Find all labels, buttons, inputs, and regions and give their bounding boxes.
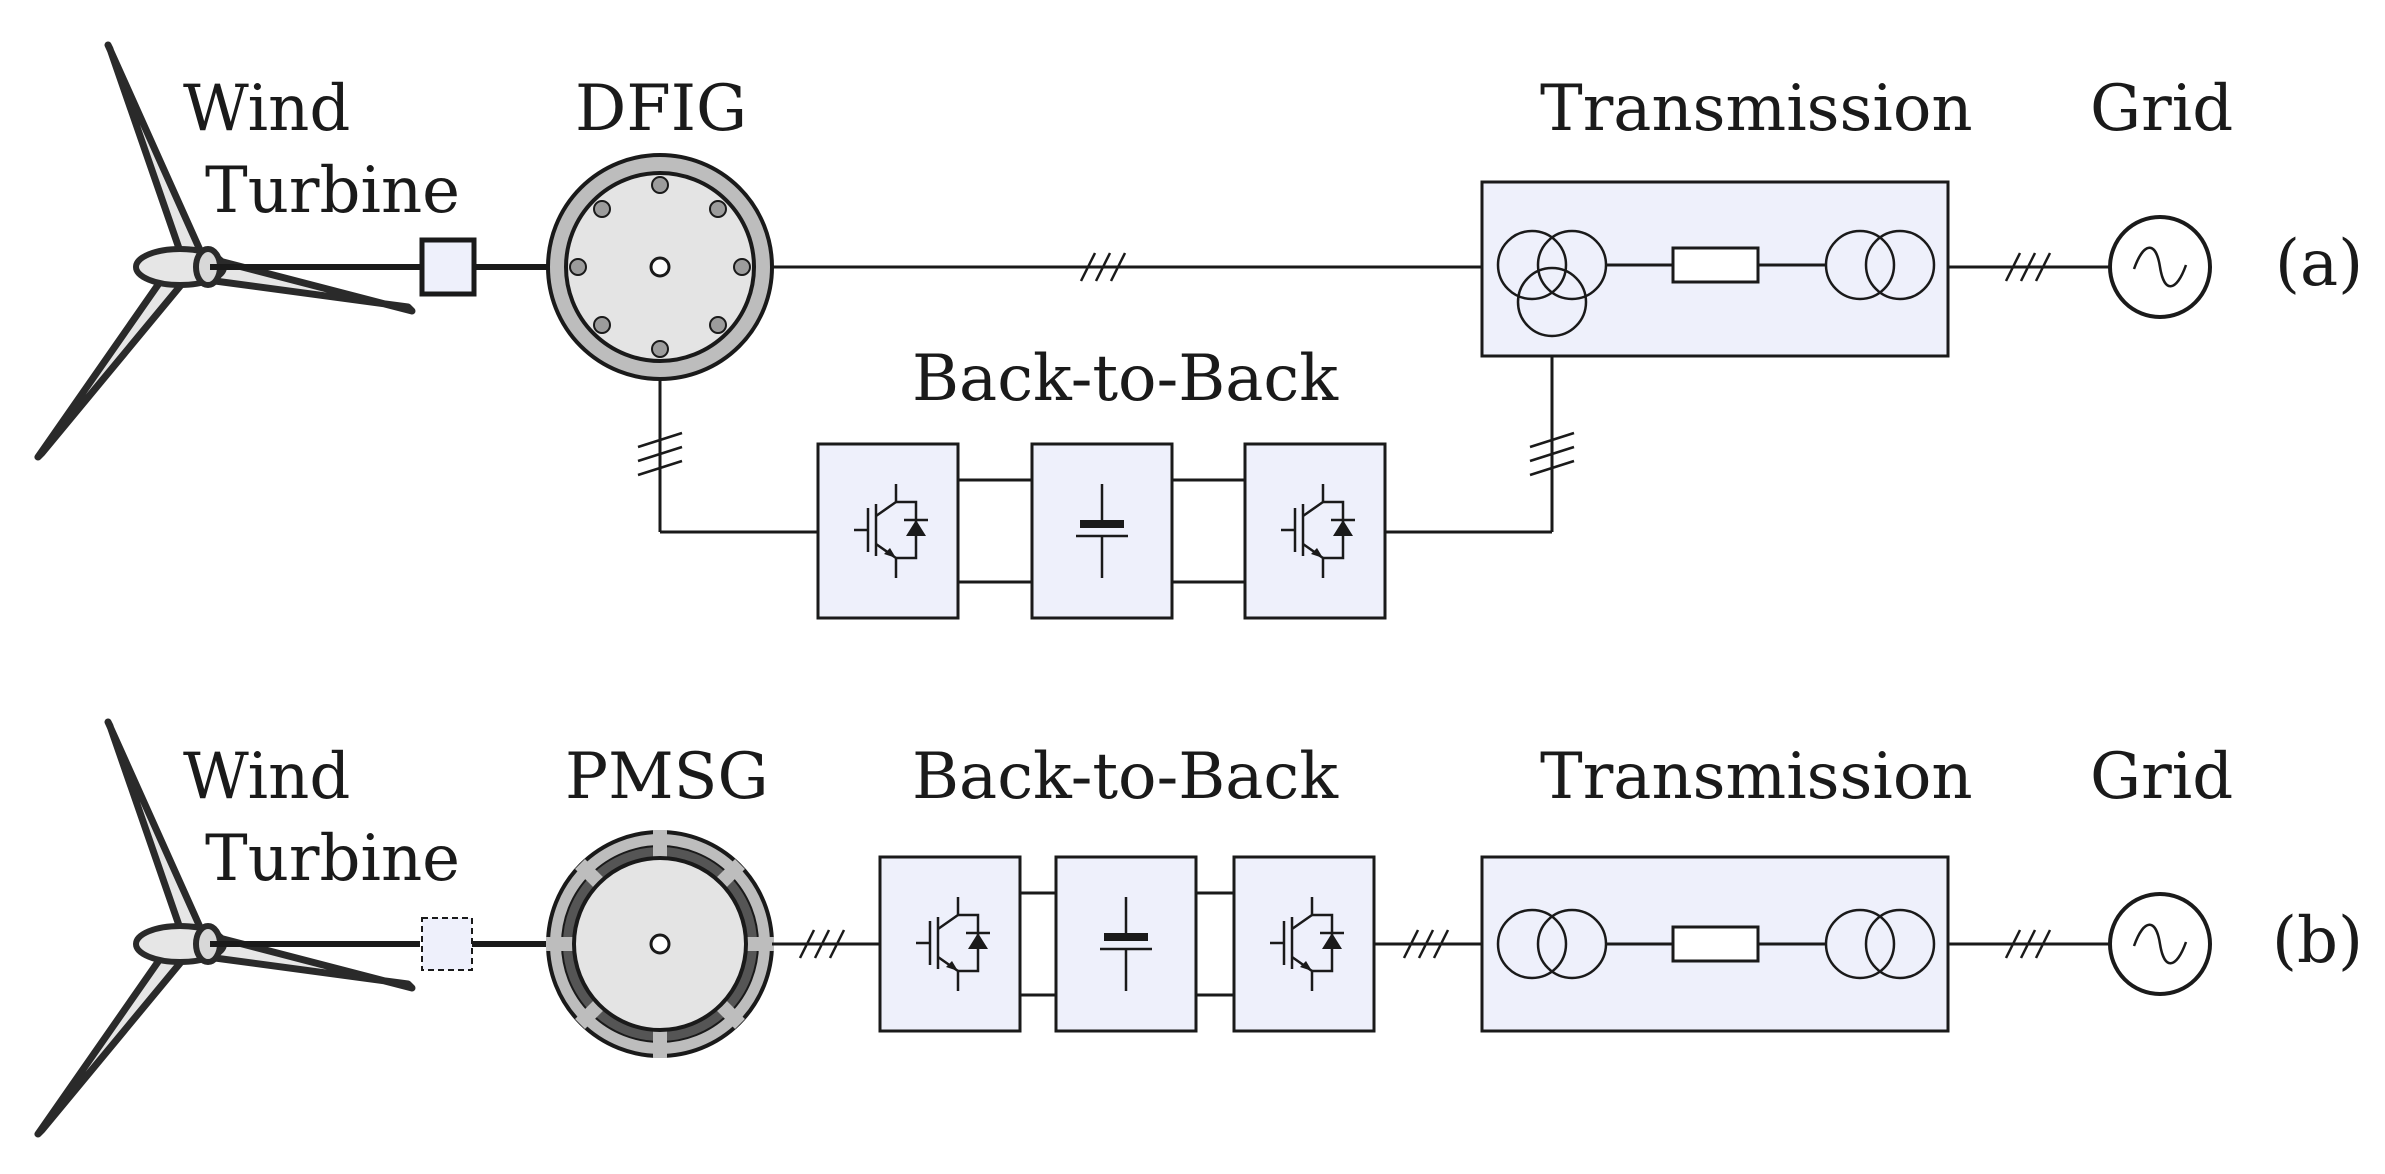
row-tag: (a) bbox=[2275, 227, 2363, 301]
dc-link bbox=[1030, 442, 1174, 620]
three-phase-marker-icon bbox=[2004, 251, 2052, 283]
impedance-icon bbox=[1671, 925, 1760, 963]
transmission-label: Transmission bbox=[1540, 72, 1973, 146]
ac-source-icon bbox=[2108, 215, 2212, 319]
converter-rotor-side bbox=[816, 442, 960, 620]
generator-label: DFIG bbox=[575, 72, 747, 146]
three-phase-marker-icon bbox=[636, 431, 684, 477]
three-phase-marker-icon bbox=[1079, 251, 1127, 283]
grid-label: Grid bbox=[2090, 740, 2233, 814]
three-phase-marker-icon bbox=[2004, 928, 2052, 960]
three-phase-marker-icon bbox=[1402, 928, 1450, 960]
dc-link bbox=[1054, 855, 1198, 1033]
turbine-label-line2: Turbine bbox=[205, 154, 460, 228]
transformer-icon bbox=[1824, 229, 1936, 301]
three-phase-marker-icon bbox=[1528, 431, 1576, 477]
dfig-icon bbox=[546, 153, 774, 381]
pmsg-icon bbox=[546, 830, 774, 1058]
transformer-icon bbox=[1496, 229, 1608, 338]
converter-generator-side bbox=[878, 855, 1022, 1033]
ac-source-icon bbox=[2108, 892, 2212, 996]
transmission-label: Transmission bbox=[1540, 740, 1973, 814]
generator-label: PMSG bbox=[565, 740, 769, 814]
row-a: Wind Turbine DFIG bbox=[38, 45, 2363, 620]
converter-grid-side bbox=[1243, 442, 1387, 620]
transformer-icon bbox=[1824, 908, 1936, 980]
row-tag: (b) bbox=[2272, 904, 2363, 978]
converter-label: Back-to-Back bbox=[912, 740, 1339, 814]
three-phase-marker-icon bbox=[798, 928, 846, 960]
grid-label: Grid bbox=[2090, 72, 2233, 146]
converter-grid-side bbox=[1232, 855, 1376, 1033]
gearbox-icon bbox=[419, 237, 477, 297]
impedance-icon bbox=[1671, 246, 1760, 284]
converter-label: Back-to-Back bbox=[912, 342, 1339, 416]
turbine-label-line2: Turbine bbox=[205, 822, 460, 896]
row-b: Wind Turbine PMSG bbox=[38, 722, 2363, 1134]
gearbox-icon bbox=[421, 917, 473, 971]
turbine-label-line1: Wind bbox=[183, 72, 350, 146]
turbine-label-line1: Wind bbox=[183, 740, 350, 814]
